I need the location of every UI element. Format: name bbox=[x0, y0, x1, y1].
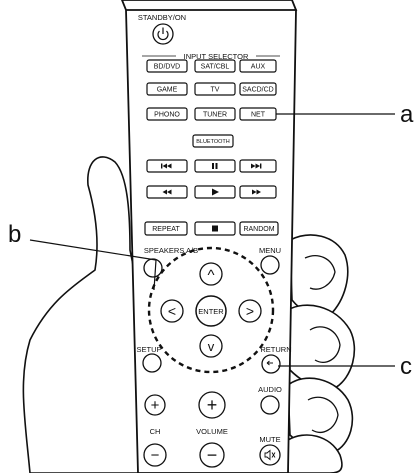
dpad-highlight-ring bbox=[147, 246, 275, 374]
rewind-icon bbox=[162, 189, 172, 195]
minus-icon: − bbox=[207, 445, 218, 465]
input-button-phono[interactable] bbox=[146, 107, 188, 121]
audio-label: AUDIO bbox=[258, 385, 282, 394]
right-button[interactable] bbox=[238, 299, 262, 323]
setup-button[interactable] bbox=[142, 353, 162, 373]
pause-button[interactable] bbox=[194, 159, 236, 173]
input-button-bd-dvd[interactable] bbox=[146, 59, 188, 73]
volume-down-button[interactable] bbox=[199, 442, 225, 468]
callout-c: c bbox=[400, 353, 412, 380]
input-selector-label-bg bbox=[176, 52, 256, 60]
input-button-net-label: NET bbox=[251, 112, 266, 119]
callout-b-leader-upper bbox=[29, 239, 157, 261]
input-button-aux[interactable] bbox=[239, 59, 277, 73]
plus-icon: + bbox=[207, 395, 218, 415]
standby-label: STANDBY/ON bbox=[138, 13, 186, 22]
fingernail-details bbox=[304, 255, 341, 433]
callout-a: a bbox=[400, 101, 414, 128]
input-button-sacd-cd-label: SACD/CD bbox=[242, 87, 274, 94]
down-button[interactable] bbox=[199, 334, 223, 358]
setup-label: SETUP bbox=[136, 345, 161, 354]
input-button-bluetooth-label: BLUETOOTH bbox=[196, 139, 230, 145]
minus-icon: − bbox=[151, 447, 160, 464]
play-icon bbox=[212, 188, 219, 196]
hand-illustration bbox=[22, 156, 356, 473]
down-arrow-icon: v bbox=[208, 339, 215, 354]
random-button-label: RANDOM bbox=[243, 226, 274, 233]
input-button-game-label: GAME bbox=[157, 87, 178, 94]
input-button-tv-label: TV bbox=[211, 87, 220, 94]
callout-b: b bbox=[8, 221, 21, 248]
input-button-sat-cbl[interactable] bbox=[194, 59, 236, 73]
input-button-sat-cbl-label: SAT/CBL bbox=[201, 64, 230, 71]
ch-label: CH bbox=[150, 427, 161, 436]
right-arrow-icon: > bbox=[246, 303, 254, 319]
input-button-tuner-label: TUNER bbox=[203, 112, 227, 119]
left-button[interactable] bbox=[160, 299, 184, 323]
callout-b-leader-lower bbox=[153, 259, 157, 291]
ch-up-button[interactable] bbox=[144, 394, 166, 416]
left-arrow-icon: < bbox=[168, 303, 176, 319]
stop-icon bbox=[212, 225, 218, 232]
ch-down-button[interactable] bbox=[143, 443, 167, 467]
random-button[interactable] bbox=[239, 221, 279, 236]
input-button-sacd-cd[interactable] bbox=[239, 82, 277, 96]
volume-label: VOLUME bbox=[196, 427, 228, 436]
input-selector-label: INPUT SELECTOR bbox=[184, 52, 249, 61]
power-icon bbox=[157, 27, 169, 41]
input-button-tuner[interactable] bbox=[194, 107, 236, 121]
audio-button[interactable] bbox=[260, 395, 280, 415]
input-button-aux-label: AUX bbox=[251, 64, 266, 71]
return-label: RETURN bbox=[260, 345, 291, 354]
repeat-button-label: REPEAT bbox=[152, 226, 180, 233]
input-button-tv[interactable] bbox=[194, 82, 236, 96]
up-arrow-icon: ^ bbox=[207, 267, 214, 284]
up-button[interactable] bbox=[199, 262, 223, 286]
mute-label: MUTE bbox=[259, 435, 280, 444]
input-button-bluetooth[interactable] bbox=[192, 134, 234, 148]
fast-forward-icon bbox=[252, 189, 261, 195]
repeat-button[interactable] bbox=[144, 221, 188, 236]
speakers-label: SPEAKERS A/B bbox=[144, 246, 198, 255]
input-button-phono-label: PHONO bbox=[154, 112, 180, 119]
return-button[interactable] bbox=[261, 354, 281, 374]
input-button-bd-dvd-label: BD/DVD bbox=[154, 64, 180, 71]
volume-up-button[interactable] bbox=[198, 391, 226, 419]
speakers-button[interactable] bbox=[143, 258, 163, 278]
return-icon bbox=[266, 360, 273, 366]
prev-track-icon bbox=[161, 163, 172, 169]
plus-icon: + bbox=[151, 397, 160, 414]
input-button-game[interactable] bbox=[146, 82, 188, 96]
mute-icon bbox=[264, 449, 276, 461]
menu-button[interactable] bbox=[260, 255, 280, 275]
menu-label: MENU bbox=[259, 246, 281, 255]
pause-icon bbox=[212, 163, 218, 169]
enter-button[interactable] bbox=[195, 295, 227, 327]
enter-button-label: ENTER bbox=[198, 307, 224, 316]
next-track-icon bbox=[251, 163, 262, 169]
